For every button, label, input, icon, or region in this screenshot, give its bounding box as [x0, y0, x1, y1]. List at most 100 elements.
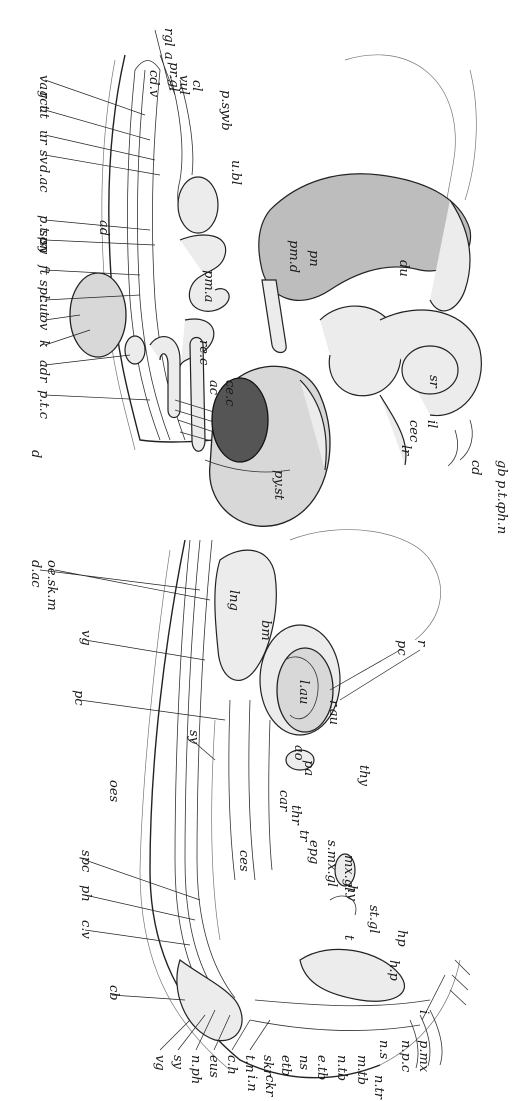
label-spc-lower: spc	[78, 850, 93, 873]
label-lut: l.ut	[36, 295, 51, 318]
label-ad: ad	[96, 220, 111, 236]
label-thy: thy	[356, 765, 371, 787]
label-pmd: pm.d	[286, 240, 301, 273]
label-lng: lng	[226, 590, 241, 611]
label-phn: ph.n	[494, 505, 509, 534]
label-ns-2: ns	[296, 1055, 311, 1070]
label-rec: re.c	[196, 340, 211, 366]
label-il: il	[424, 420, 439, 428]
label-lau: l.au	[296, 680, 311, 704]
label-thr: thr	[288, 805, 303, 826]
label-sv: sv	[36, 150, 51, 165]
label-ubl: u.bl	[228, 160, 243, 185]
sympathetic-chain	[212, 720, 220, 940]
label-ov: ov	[36, 315, 51, 331]
label-cv: c.v	[78, 920, 93, 939]
nasal-cavity	[250, 1020, 420, 1030]
label-du: du	[396, 260, 411, 277]
label-spn: spn	[36, 230, 51, 253]
label-ptc-3: p.t.c	[494, 480, 509, 510]
label-adr: adr	[36, 360, 51, 383]
label-rct: rct	[36, 92, 51, 111]
ventral-outline-2	[465, 70, 476, 200]
cerebellum	[177, 960, 242, 1041]
label-sy-mid: sy	[186, 730, 201, 745]
label-pyst: py.st	[271, 470, 286, 501]
label-t: t	[341, 935, 356, 941]
teeth	[450, 960, 470, 1005]
label-sy-lower: sy	[170, 1055, 185, 1070]
label-a: a	[161, 52, 176, 60]
label-sr: sr	[426, 375, 441, 389]
label-stgl: st.gl	[366, 905, 381, 934]
label-pn: pn	[306, 250, 321, 267]
vertebral-column-lower	[175, 540, 215, 1010]
label-ptc-2: p.t.c	[36, 390, 51, 420]
label-hp-1: hp	[394, 930, 409, 947]
label-smxgl: s.mx.gl	[324, 840, 339, 887]
label-eus: eus	[206, 1055, 221, 1078]
label-rau: r.au	[326, 700, 341, 725]
urinary-bladder	[178, 177, 218, 233]
label-pa: pa	[301, 760, 316, 776]
label-mtb: m.tb	[354, 1055, 369, 1085]
throat-outline	[290, 530, 441, 640]
oesophagus	[229, 700, 235, 880]
label-cec: cec	[406, 420, 421, 443]
label-hp-2: h.p	[386, 960, 401, 982]
label-lr: lr	[398, 445, 413, 456]
label-ch: c.h	[224, 1055, 239, 1075]
upper-skin-outline	[102, 60, 135, 450]
label-npc: n.p.c	[398, 1040, 413, 1073]
label-ns: n.s	[376, 1040, 391, 1060]
label-vb: vb	[218, 115, 233, 131]
label-in: i.n	[244, 1075, 259, 1092]
label-r: r	[414, 640, 429, 647]
label-ac: ac	[206, 380, 221, 396]
label-cb: cb	[106, 985, 121, 1001]
label-dac-upper: d.ac	[36, 165, 51, 193]
label-nph: n.ph	[188, 1055, 203, 1084]
label-oes: oes	[106, 780, 121, 803]
label-epg: epg	[306, 840, 321, 864]
carotid	[269, 720, 272, 870]
tail-end	[135, 61, 160, 70]
label-ntr: n.tr	[371, 1075, 386, 1100]
label-vg-upper: vg	[78, 630, 93, 646]
label-dac-lower: d.ac	[28, 560, 43, 588]
lower-body-section	[140, 530, 470, 1078]
palate	[255, 1000, 430, 1006]
label-ces: ces	[236, 850, 251, 872]
label-pma: pm.a	[201, 270, 216, 303]
label-tn: t.n	[242, 1055, 257, 1073]
adrenal	[125, 336, 145, 364]
label-gb: gb	[494, 460, 509, 477]
label-etb: e.tb	[314, 1055, 329, 1080]
label-i: i	[416, 1010, 431, 1014]
label-psy: p.sy	[218, 90, 233, 117]
label-cd: cd	[468, 460, 483, 476]
label-d: d	[28, 450, 43, 458]
label-pc: pc	[394, 640, 409, 656]
label-ur: ur	[36, 130, 51, 145]
label-ao: ao	[291, 745, 306, 761]
label-skr: skr	[260, 1055, 275, 1077]
label-mxgl: mx.gl	[341, 855, 356, 891]
label-pc-2: pc	[71, 690, 86, 706]
rectum-colon-tube	[150, 337, 180, 418]
label-cdv: cd.v	[146, 70, 161, 98]
label-pmx: p.mx	[416, 1040, 431, 1073]
label-oeskm: oe.sk.m	[44, 560, 59, 611]
label-ckr: ckr	[262, 1075, 277, 1097]
upper-body-section	[70, 55, 481, 526]
label-cec-colon: ce.c	[222, 380, 237, 407]
label-bm: bm	[258, 620, 273, 641]
label-etb-2: etb	[278, 1055, 293, 1076]
label-vul: vul	[176, 75, 191, 95]
label-rgl: rgl	[161, 28, 176, 47]
label-ph: ph	[78, 885, 93, 902]
label-cl: cl	[189, 80, 204, 91]
spinal-cord-upper	[138, 70, 170, 440]
label-vg-lower: vg	[152, 1055, 167, 1071]
